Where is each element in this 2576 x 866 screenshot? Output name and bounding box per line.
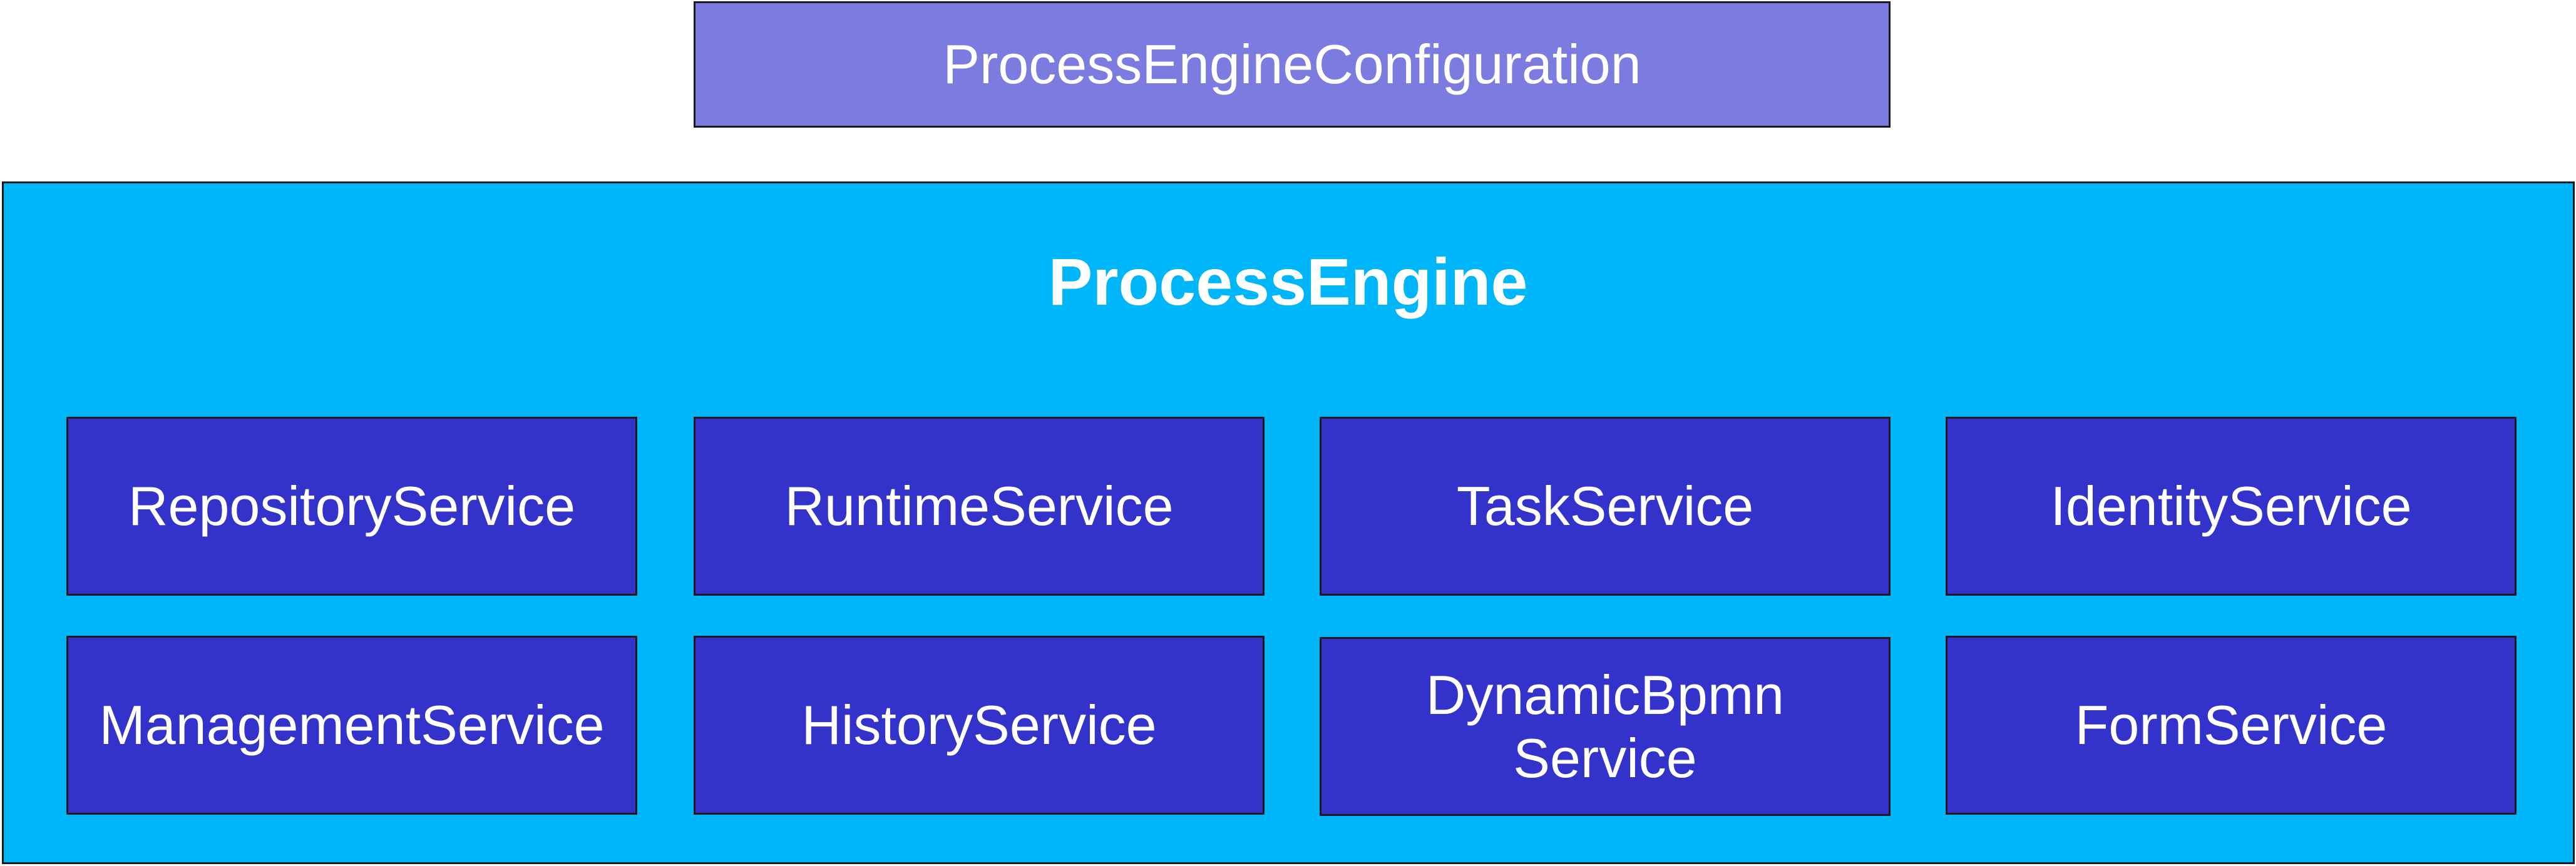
process-engine-title: ProcessEngine [1048,245,1528,319]
runtime-service-box: RuntimeService [694,417,1265,596]
form-service-box: FormService [1946,636,2517,815]
identity-service-box: IdentityService [1946,417,2517,596]
repository-service-box: RepositoryService [66,417,637,596]
task-service-box: TaskService [1320,417,1891,596]
history-service-box: HistoryService [694,636,1265,815]
management-service-box: ManagementService [66,636,637,815]
dynamic-bpmn-service-box: DynamicBpmn Service [1320,637,1891,816]
process-engine-configuration-box: ProcessEngineConfiguration [694,1,1891,128]
